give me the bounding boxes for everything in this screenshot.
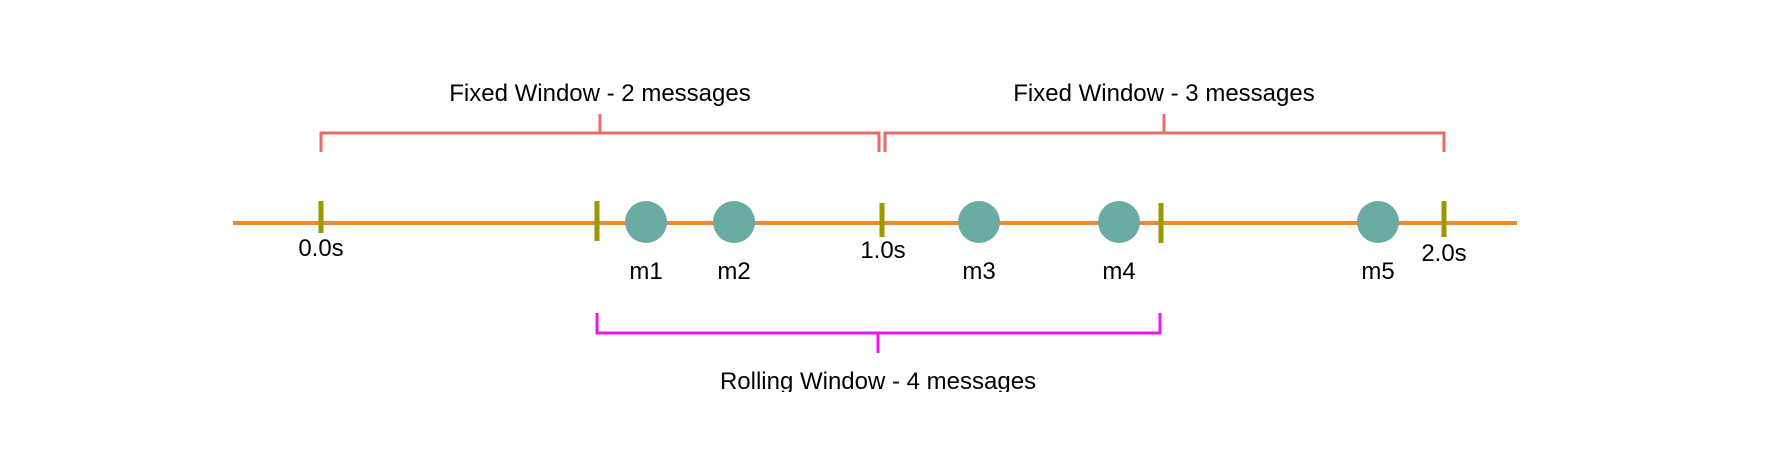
message-label-m3: m3: [962, 258, 995, 285]
label-crop-band: [0, 392, 1788, 460]
message-m5: [1357, 201, 1399, 243]
message-label-m4: m4: [1102, 258, 1135, 285]
tick-label-2s: 2.0s: [1421, 240, 1466, 267]
fixed-window-1-label: Fixed Window - 2 messages: [449, 80, 750, 107]
message-m2: [713, 201, 755, 243]
rolling-window-bracket: [595, 313, 1162, 335]
message-label-m1: m1: [629, 258, 662, 285]
tick-label-0s: 0.0s: [298, 235, 343, 262]
message-label-m2: m2: [717, 258, 750, 285]
message-m3: [958, 201, 1000, 243]
message-m4: [1098, 201, 1140, 243]
fixed-window-2-label: Fixed Window - 3 messages: [1013, 80, 1314, 107]
rolling-window-label: Rolling Window - 4 messages: [720, 368, 1036, 395]
fixed-window-1-bracket: [319, 131, 881, 152]
fixed-window-2-bracket: [883, 131, 1446, 152]
tick-label-1s: 1.0s: [860, 237, 905, 264]
message-m1: [625, 201, 667, 243]
message-label-m5: m5: [1361, 258, 1394, 285]
